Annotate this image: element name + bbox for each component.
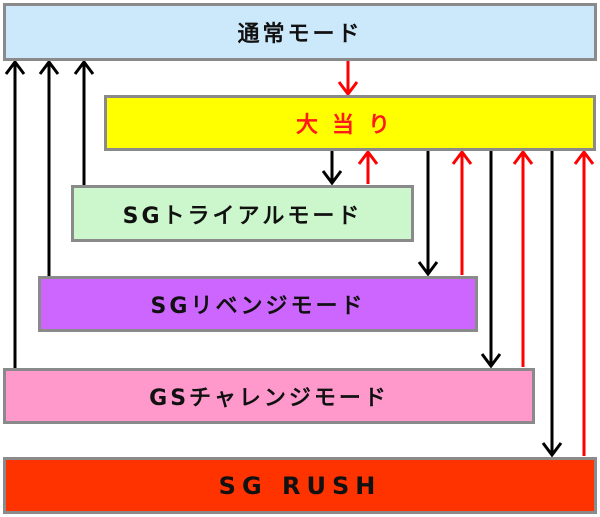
node-jackpot: 大当り (104, 95, 596, 151)
node-sg-revenge-mode: SGリベンジモード (38, 276, 478, 332)
node-label: SG RUSH (218, 471, 382, 500)
node-label: 通常モード (237, 22, 363, 47)
node-gs-challenge-mode: GSチャレンジモード (3, 368, 535, 424)
arrow-head (73, 59, 95, 75)
arrow-revenge-to-normal (38, 59, 60, 276)
arrow-trial-to-normal (73, 59, 95, 185)
arrow-rush-to-hit (573, 149, 595, 456)
node-label: SGリベンジモード (150, 294, 366, 319)
arrow-trial-to-hit (357, 149, 379, 184)
node-label: GSチャレンジモード (149, 386, 389, 411)
arrow-hit-to-revenge (417, 151, 439, 277)
arrow-challenge-to-normal (4, 59, 26, 368)
arrow-head (512, 149, 534, 165)
node-sg-rush: SG RUSH (3, 457, 597, 514)
arrow-head (321, 170, 343, 186)
node-label: 大当り (295, 113, 404, 138)
arrow-head (480, 353, 502, 369)
arrow-hit-to-rush (541, 151, 563, 458)
arrow-challenge-to-hit (512, 149, 534, 367)
arrow-head (417, 261, 439, 277)
arrow-head (541, 442, 563, 458)
arrow-head (337, 81, 359, 97)
node-label: SGトライアルモード (122, 203, 363, 229)
arrow-head (451, 149, 473, 165)
node-normal-mode: 通常モード (3, 3, 597, 61)
arrow-head (4, 59, 26, 75)
arrow-hit-to-challenge (480, 151, 502, 369)
arrow-hit-to-trial (321, 151, 343, 186)
arrow-head (573, 149, 595, 165)
arrow-head (357, 149, 379, 165)
node-sg-trial-mode: SGトライアルモード (71, 185, 414, 242)
arrow-normal-to-hit (337, 61, 359, 97)
arrow-head (38, 59, 60, 75)
arrow-revenge-to-hit (451, 149, 473, 275)
